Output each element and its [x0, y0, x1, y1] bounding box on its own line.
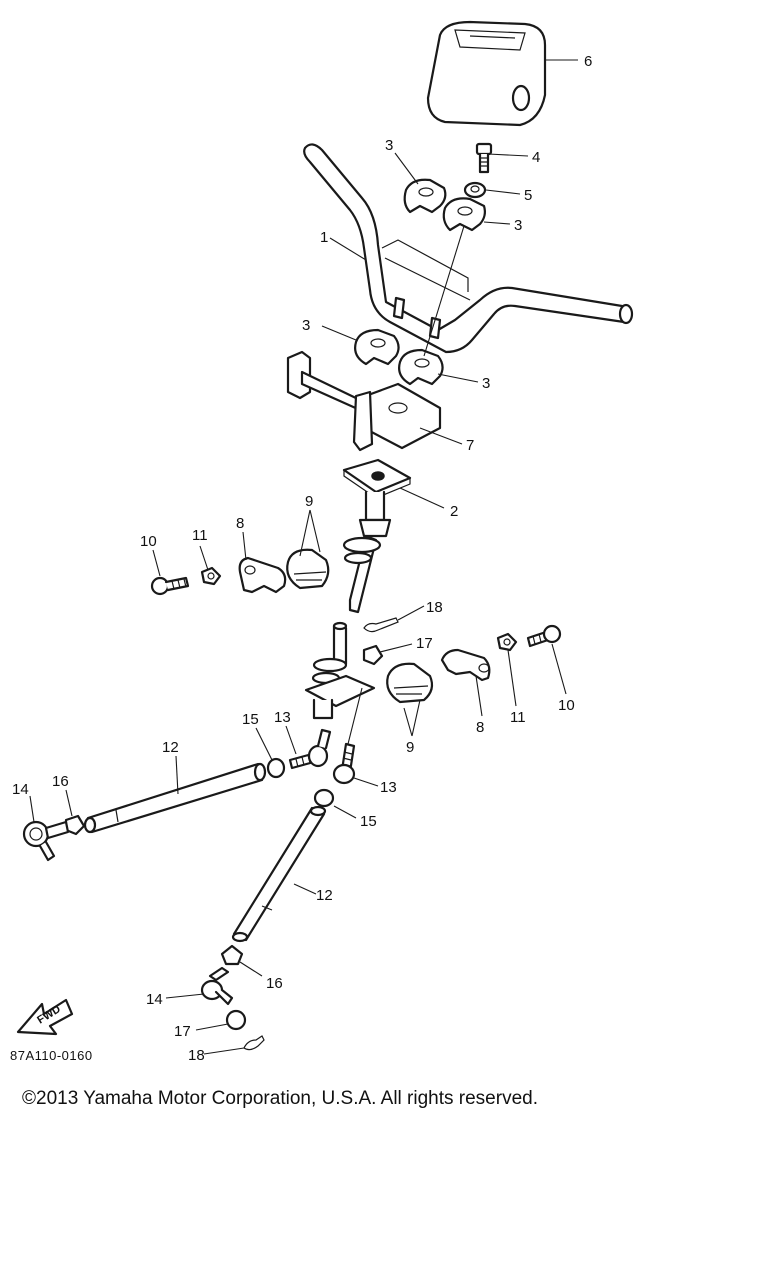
steering-column	[304, 458, 412, 720]
drawing-code: 87A110-0160	[10, 1048, 93, 1063]
callout-10: 10	[558, 697, 575, 714]
callout-18: 18	[426, 599, 443, 616]
tie-rod-horizontal	[83, 762, 267, 834]
clamp-bolt	[475, 142, 493, 174]
callout-4: 4	[532, 149, 540, 166]
callout-10: 10	[140, 533, 157, 550]
rod-end-nut-lower	[220, 944, 244, 966]
callout-5: 5	[524, 187, 532, 204]
lower-holder-left	[354, 328, 400, 366]
cotter-pin-upper	[363, 617, 399, 633]
callout-15: 15	[360, 813, 377, 830]
clamp-nut	[463, 181, 487, 199]
callout-2: 2	[450, 503, 458, 520]
callout-18: 18	[188, 1047, 205, 1064]
tie-rod-nut-upper	[266, 757, 286, 779]
callout-12: 12	[162, 739, 179, 756]
holder-nut-left	[200, 566, 222, 586]
callout-17: 17	[174, 1023, 191, 1040]
holder-bolt-right	[526, 624, 562, 648]
tie-rod-end-right	[332, 742, 356, 785]
leader-lines	[29, 59, 578, 1055]
callout-14: 14	[12, 781, 29, 798]
handlebar-cover	[426, 20, 547, 127]
tie-rod-nut-lower	[313, 788, 335, 808]
callout-6: 6	[584, 53, 592, 70]
callout-17: 17	[416, 635, 433, 652]
tie-rod-end-left	[288, 728, 332, 770]
holder-nut-right	[496, 632, 518, 652]
cotter-pin-lower	[243, 1035, 265, 1051]
handlebar	[303, 143, 634, 354]
callout-13: 13	[380, 779, 397, 796]
callout-3: 3	[482, 375, 490, 392]
callout-14: 14	[146, 991, 163, 1008]
rod-end-castle-nut	[225, 1009, 247, 1031]
column-nut-upper	[362, 644, 384, 666]
copyright-notice: ©2013 Yamaha Motor Corporation, U.S.A. A…	[22, 1088, 538, 1109]
callout-15: 15	[242, 711, 259, 728]
rod-end-lower	[200, 966, 234, 1006]
column-holder-right	[440, 648, 491, 682]
callout-8: 8	[476, 719, 484, 736]
lower-holder-right	[398, 348, 444, 386]
callout-11: 11	[192, 527, 208, 544]
callout-7: 7	[466, 437, 474, 454]
callout-12: 12	[316, 887, 333, 904]
callout-3: 3	[302, 317, 310, 334]
callout-9: 9	[406, 739, 414, 756]
callout-3: 3	[514, 217, 522, 234]
bushing-right	[386, 662, 434, 704]
tie-rod-diagonal	[231, 805, 327, 943]
callout-labels: 6 4 5 3 3 1 3 3 7 2 9 8 11 10 18 17 11 1…	[12, 53, 592, 1064]
callout-1: 1	[320, 229, 328, 246]
bushing-left	[286, 548, 330, 590]
forward-arrow-icon: FWD	[16, 998, 74, 1036]
upper-holder-left	[403, 178, 447, 214]
callout-9: 9	[305, 493, 313, 510]
holder-bolt-left	[150, 576, 190, 596]
upper-holder-right	[442, 197, 486, 232]
callout-8: 8	[236, 515, 244, 532]
callout-3: 3	[385, 137, 393, 154]
callout-13: 13	[274, 709, 291, 726]
column-bracket	[286, 350, 442, 452]
callout-11: 11	[510, 709, 526, 726]
column-holder-left	[238, 556, 287, 594]
steering-exploded-diagram: FWD 6	[10, 20, 634, 1064]
rod-end-left	[22, 820, 70, 862]
callout-16: 16	[52, 773, 69, 790]
callout-16: 16	[266, 975, 283, 992]
